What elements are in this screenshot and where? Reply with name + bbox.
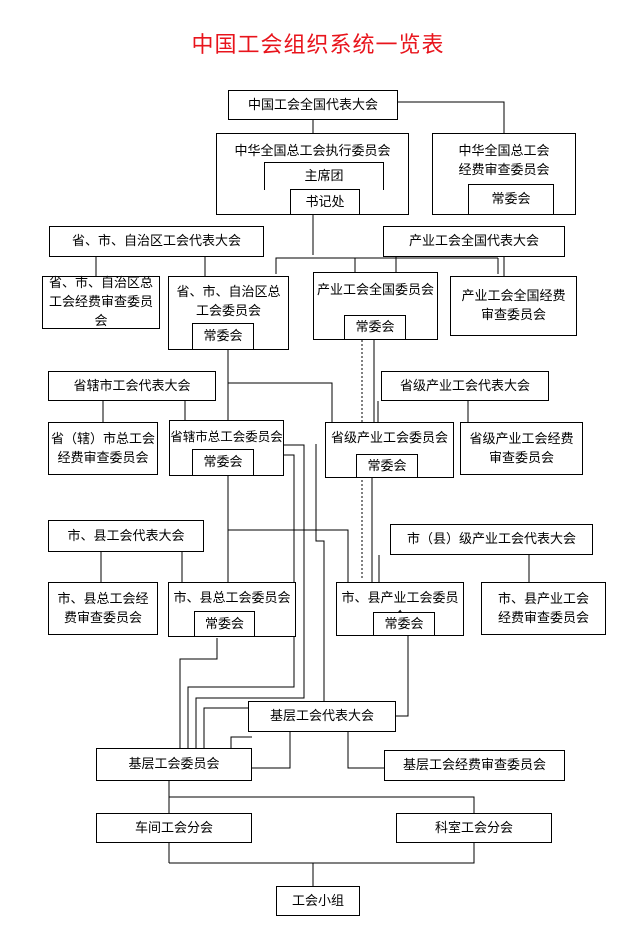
provincial-industry-standing-box: 常委会 <box>356 454 418 478</box>
county-industry-standing-box: 常委会 <box>373 612 435 636</box>
county-industry-audit-committee-box: 市、县产业工会 经费审查委员会 <box>481 582 606 635</box>
workshop-branch-box: 车间工会分会 <box>96 813 252 843</box>
city-audit-committee-box: 省（辖）市总工会 经费审查委员会 <box>48 422 158 475</box>
county-congress-box: 市、县工会代表大会 <box>48 520 204 552</box>
provincial-audit-committee-box: 省、市、自治区总 工会经费审查委员会 <box>42 276 160 329</box>
industry-national-standing-box: 常委会 <box>344 315 406 340</box>
city-congress-box: 省辖市工会代表大会 <box>48 371 216 401</box>
provincial-industry-congress-box: 省级产业工会代表大会 <box>381 371 549 401</box>
chart-title: 中国工会组织系统一览表 <box>191 33 445 58</box>
county-industry-congress-box: 市（县）级产业工会代表大会 <box>390 524 593 555</box>
industry-national-audit-committee-box: 产业工会全国经费 审查委员会 <box>450 276 577 336</box>
acftu-audit-standing-box: 常委会 <box>468 184 554 215</box>
provincial-congress-box: 省、市、自治区工会代表大会 <box>49 226 264 257</box>
county-standing-box: 常委会 <box>194 611 255 637</box>
office-branch-box: 科室工会分会 <box>396 813 552 843</box>
base-congress-box: 基层工会代表大会 <box>248 701 396 732</box>
city-standing-box: 常委会 <box>192 449 254 476</box>
county-audit-committee-box: 市、县总工会经 费审查委员会 <box>48 582 158 635</box>
industry-national-congress-box: 产业工会全国代表大会 <box>383 226 565 257</box>
presidium-box: 主席团 <box>264 162 384 190</box>
base-audit-committee-box: 基层工会经费审查委员会 <box>384 750 565 781</box>
secretariat-box: 书记处 <box>290 189 360 215</box>
union-group-box: 工会小组 <box>276 886 360 916</box>
national-congress-box: 中国工会全国代表大会 <box>228 90 398 120</box>
provincial-industry-audit-committee-box: 省级产业工会经费 审查委员会 <box>460 422 583 475</box>
provincial-standing-box: 常委会 <box>192 323 254 350</box>
base-committee-box: 基层工会委员会 <box>96 748 252 781</box>
acftu-audit-committee-box: 中华全国总工会 经费审查委员会 <box>432 133 576 215</box>
